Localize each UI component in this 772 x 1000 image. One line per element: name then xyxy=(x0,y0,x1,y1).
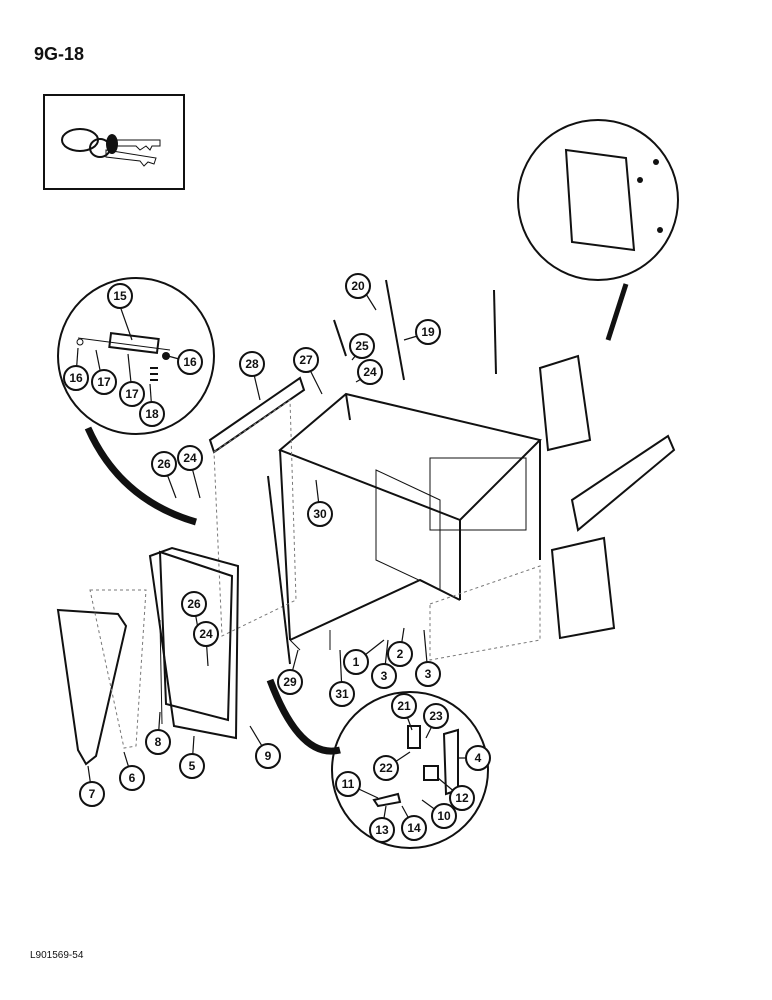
svg-text:11: 11 xyxy=(342,777,355,791)
callout-1: 1 xyxy=(343,649,369,675)
callout-24a: 24 xyxy=(357,359,383,385)
svg-text:27: 27 xyxy=(299,353,313,367)
callout-7: 7 xyxy=(79,781,105,807)
callout-24c: 24 xyxy=(193,621,219,647)
svg-text:10: 10 xyxy=(437,809,451,823)
svg-text:22: 22 xyxy=(379,761,393,775)
callout-27: 27 xyxy=(293,347,319,373)
svg-text:24: 24 xyxy=(363,365,377,379)
callout-31: 31 xyxy=(329,681,355,707)
callout-13: 13 xyxy=(369,817,395,843)
svg-text:26: 26 xyxy=(157,457,171,471)
svg-text:24: 24 xyxy=(199,627,213,641)
svg-text:3: 3 xyxy=(425,667,432,681)
callout-15: 15 xyxy=(107,283,133,309)
callout-24b: 24 xyxy=(177,445,203,471)
callout-2: 2 xyxy=(387,641,413,667)
svg-text:28: 28 xyxy=(245,357,259,371)
callout-28: 28 xyxy=(239,351,265,377)
callout-18: 18 xyxy=(139,401,165,427)
callout-26a: 26 xyxy=(151,451,177,477)
svg-text:3: 3 xyxy=(381,669,388,683)
callouts: 1 2 3 3 4 5 6 7 8 9 10 11 12 13 14 15 16… xyxy=(63,273,491,843)
callout-22: 22 xyxy=(373,755,399,781)
key-inset xyxy=(43,94,185,190)
svg-text:1: 1 xyxy=(353,655,360,669)
svg-text:15: 15 xyxy=(113,289,127,303)
svg-text:17: 17 xyxy=(125,387,139,401)
callout-8: 8 xyxy=(145,729,171,755)
svg-text:25: 25 xyxy=(355,339,369,353)
svg-text:4: 4 xyxy=(475,751,482,765)
svg-text:31: 31 xyxy=(335,687,349,701)
gas-strut-detail xyxy=(57,277,215,435)
cab-panels xyxy=(56,354,676,766)
callout-17a: 17 xyxy=(91,369,117,395)
callout-16b: 16 xyxy=(177,349,203,375)
callout-4: 4 xyxy=(465,745,491,771)
callout-23: 23 xyxy=(423,703,449,729)
figure-id: L901569-54 xyxy=(30,950,84,961)
svg-text:8: 8 xyxy=(155,735,162,749)
latch-detail xyxy=(331,691,489,849)
svg-text:23: 23 xyxy=(429,709,443,723)
callout-5: 5 xyxy=(179,753,205,779)
svg-text:26: 26 xyxy=(187,597,201,611)
svg-text:14: 14 xyxy=(407,821,421,835)
svg-text:20: 20 xyxy=(351,279,365,293)
cab-posts xyxy=(159,279,497,725)
callout-6: 6 xyxy=(119,765,145,791)
callout-14: 14 xyxy=(401,815,427,841)
callout-21: 21 xyxy=(391,693,417,719)
svg-text:5: 5 xyxy=(189,759,196,773)
svg-text:17: 17 xyxy=(97,375,111,389)
svg-text:18: 18 xyxy=(145,407,159,421)
svg-text:21: 21 xyxy=(397,699,411,713)
callout-19: 19 xyxy=(415,319,441,345)
svg-text:6: 6 xyxy=(129,771,136,785)
svg-text:13: 13 xyxy=(375,823,389,837)
callout-30: 30 xyxy=(307,501,333,527)
callout-20: 20 xyxy=(345,273,371,299)
callout-12: 12 xyxy=(449,785,475,811)
svg-text:16: 16 xyxy=(183,355,197,369)
callout-26b: 26 xyxy=(181,591,207,617)
callout-3b: 3 xyxy=(415,661,441,687)
svg-text:24: 24 xyxy=(183,451,197,465)
svg-text:2: 2 xyxy=(397,647,404,661)
svg-text:30: 30 xyxy=(313,507,327,521)
svg-text:29: 29 xyxy=(283,675,297,689)
svg-text:16: 16 xyxy=(69,371,83,385)
page-number: 9G-18 xyxy=(34,44,85,64)
callout-11: 11 xyxy=(335,771,361,797)
svg-text:12: 12 xyxy=(455,791,469,805)
callout-3a: 3 xyxy=(371,663,397,689)
svg-text:7: 7 xyxy=(89,787,96,801)
callout-29: 29 xyxy=(277,669,303,695)
callout-9: 9 xyxy=(255,743,281,769)
callout-17b: 17 xyxy=(119,381,145,407)
callout-25: 25 xyxy=(349,333,375,359)
svg-text:19: 19 xyxy=(421,325,435,339)
callout-10: 10 xyxy=(431,803,457,829)
key-icon xyxy=(61,128,161,167)
svg-text:9: 9 xyxy=(265,749,272,763)
callout-16a: 16 xyxy=(63,365,89,391)
cab-frame xyxy=(278,392,542,651)
rear-window-detail xyxy=(517,119,679,281)
